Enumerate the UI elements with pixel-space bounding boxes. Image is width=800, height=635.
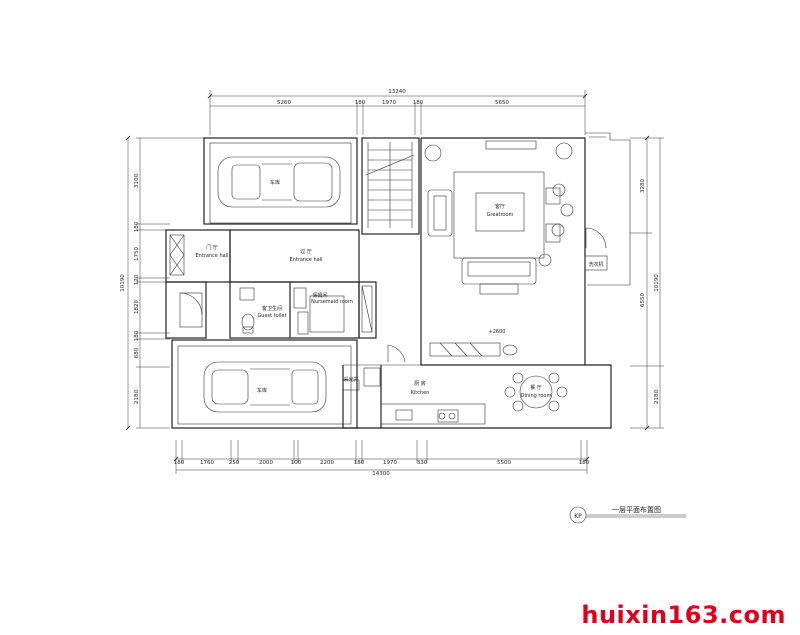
title-block: KP 一层平面布置图 [569,505,686,524]
drawing-title: 一层平面布置图 [612,505,661,514]
entrance-fixtures [169,234,203,328]
top-dimension-chain: 13240 5260 180 1970 180 5650 [207,89,588,135]
bottom-seg-dim: 100 [291,460,302,466]
room-nursemaid-en: Nursemaid room [311,299,353,305]
car-top [217,156,341,208]
right-seg-dim: 6550 [640,293,646,307]
title-badge: KP [574,513,582,520]
room-nursemaid-cn: 保姆间 [312,292,327,299]
room-greatroom-en: Greatroom [487,212,514,218]
left-total-dim: 10190 [120,274,126,292]
room-greatroom-cn: 客厅 [495,203,505,210]
top-seg-dim: 1970 [382,100,396,106]
room-dining-cn: 餐 厅 [530,384,542,391]
top-total-dim: 13240 [388,89,406,95]
room-garage-top-label: 车库 [270,179,280,186]
left-seg-dim: 680 [134,347,140,358]
living-furniture [424,140,608,295]
left-seg-dim: 180 [134,330,140,341]
right-dimension-chain: 3280 6550 10190 2180 [630,135,664,431]
left-seg-dim: 1750 [134,247,140,261]
left-seg-dim: 180 [134,221,140,232]
right-seg-dim: 2180 [654,390,660,404]
top-seg-dim: 180 [355,100,366,106]
kitchen-dining-furniture [342,342,568,425]
bottom-seg-dim: 330 [417,460,428,466]
right-seg-dim: 3280 [640,179,646,193]
bottom-seg-dim: 1760 [200,460,214,466]
walls [165,132,631,429]
room-garage-bottom-label: 车库 [257,387,267,394]
room-light-well-label: 采光井 [343,376,358,383]
car-bottom [203,361,327,413]
room-laundry-label: 洗衣机 [588,261,603,268]
bottom-seg-dim: 1970 [383,460,397,466]
bottom-seg-dim: 180 [354,460,365,466]
bottom-seg-dim: 180 [579,460,590,466]
bottom-seg-dim: 180 [174,460,185,466]
top-seg-dim: 5650 [495,100,509,106]
bottom-seg-dim: 2000 [259,460,273,466]
room-guest-toilet-en: Guest toilet [257,313,286,319]
room-kitchen-en: Kitchen [411,390,430,396]
room-entrance-mid-en: Entrance hall [289,257,322,263]
top-seg-dim: 180 [413,100,424,106]
bottom-dimension-chain: 180 1760 250 2000 100 2200 180 1970 330 … [173,440,590,477]
elevation-annotation: +2600 [489,329,506,335]
room-entrance-mid-cn: 过 厅 [300,248,312,255]
bottom-seg-dim: 250 [229,460,240,466]
left-dimension-chain: 10190 3100 180 1750 120 1820 180 680 218… [120,135,205,431]
room-entrance-left-en: Entrance hall [195,253,228,259]
watermark-text: huixin163.com [581,601,786,629]
top-seg-dim: 5260 [277,100,291,106]
room-kitchen-cn: 厨 房 [414,380,426,387]
bottom-seg-dim: 5500 [497,460,511,466]
room-guest-toilet-cn: 客卫生间 [262,305,282,312]
right-total-dim: 10190 [654,274,660,292]
left-seg-dim: 120 [134,274,140,285]
left-seg-dim: 3100 [134,174,140,188]
bottom-total-dim: 14300 [372,471,390,477]
room-entrance-left-cn: 门 厅 [206,244,218,251]
left-seg-dim: 2180 [134,390,140,404]
toilet-fixtures [239,285,373,335]
bottom-seg-dim: 2200 [320,460,334,466]
room-dining-en: Dining room [521,393,552,399]
staircase [365,142,415,228]
left-seg-dim: 1820 [134,300,140,314]
